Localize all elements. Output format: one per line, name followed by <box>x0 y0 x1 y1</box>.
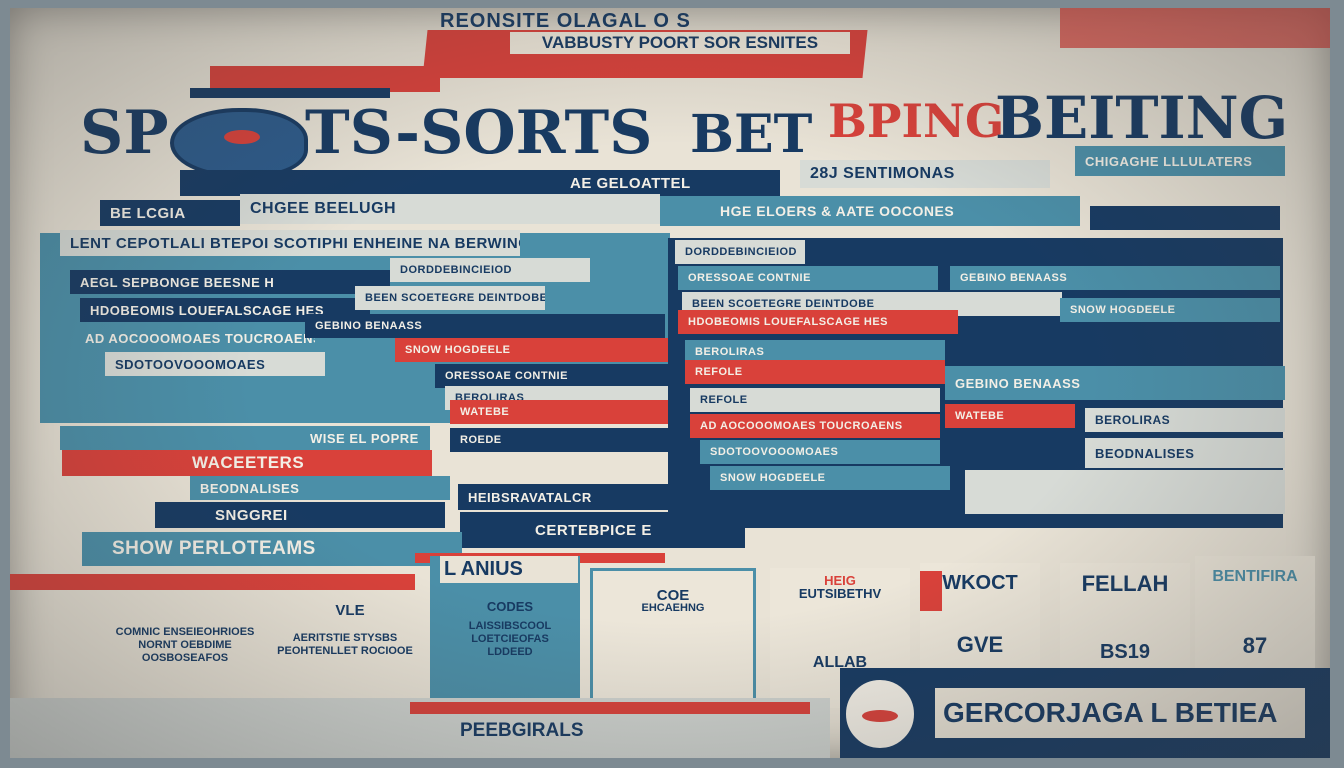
row-r1b: DORDDEBINCIEIOD <box>390 258 590 282</box>
poster: REONSITE OLAGAL O S VABBUSTY POORT SOR E… <box>10 8 1330 758</box>
card-1-title: L ANIUS <box>440 556 578 583</box>
rrow-16 <box>965 470 1285 514</box>
row-r8: BEODNALISES <box>190 476 450 500</box>
section-f: HGE ELOERS & AATE OOCONES <box>660 196 1080 226</box>
top-label: REONSITE OLAGAL O S <box>440 10 691 32</box>
rrow-15: SDOTOOVOOOMOAES <box>700 440 940 464</box>
footer-right-label: GERCORJAGA L BETIEA <box>935 688 1305 738</box>
card-6-sub: 87 <box>1242 633 1268 658</box>
row-cert: CERTEBPICE E <box>460 512 745 548</box>
card-2: COE EHCAEHNG <box>590 568 756 714</box>
section-g: LENT CEPOTLALI BTEPOI SCOTIPHI ENHEINE N… <box>60 230 520 256</box>
card-4-sub: GVE <box>956 632 1004 657</box>
card-4-flag <box>920 571 942 611</box>
row-r5: ORESSOAE CONTNIE <box>435 364 670 388</box>
title-sorts: TS-SORTS <box>305 98 653 168</box>
footer-red-bar <box>410 702 810 714</box>
subtitle: VABBUSTY POORT SOR ESNITES <box>510 32 850 54</box>
rrow-11: AD AOCOOOMOAES TOUCROAENS <box>690 414 940 438</box>
row-r2: HDOBEOMIS LOUEFALSCAGE HES <box>80 298 370 322</box>
row-hebs: HEIBSRAVATALCR <box>458 484 683 510</box>
vle-body: AERITSTIE STYSBS PEOHTENLLET ROCIOOE <box>277 632 413 657</box>
section-d: BE LCGIA <box>100 200 240 226</box>
rrow-12: WATEBE <box>945 404 1075 428</box>
rrow-10: REFOLE <box>690 388 940 412</box>
footer-seal <box>842 676 918 752</box>
card-4-title: WKOCT <box>942 572 1018 594</box>
title-bping: BPING <box>828 94 1005 148</box>
title-sp: SP <box>80 98 169 168</box>
rrow-5: HDOBEOMIS LOUEFALSCAGE HES <box>678 310 958 334</box>
rrow-1: DORDDEBINCIEIOD <box>675 240 805 264</box>
title-bet: BET <box>690 104 813 165</box>
row-show: SHOW PERLOTEAMS <box>82 532 462 566</box>
row-wagers: WACEETERS <box>62 450 432 476</box>
card-3-title: HEIG <box>824 573 856 588</box>
card-1-body: LAISSIBSCOOL LOETCIEOFAS LDDEED <box>468 620 552 658</box>
card-6-title: BENTIFIRA <box>1212 568 1298 585</box>
row-r7c: WATEBE <box>450 400 670 424</box>
rrow-17: SNOW HOGDEELE <box>710 466 950 490</box>
rrow-13: BEROLIRAS <box>1085 408 1285 432</box>
section-c: CHIGAGHE LLLULATERS <box>1075 146 1285 176</box>
helmet-emblem <box>170 108 308 178</box>
rrow-6: SNOW HOGDEELE <box>1060 298 1280 322</box>
row-r2b: BEEN SCOETEGRE DEINTDOBE <box>355 286 545 310</box>
row-r4b: SNOW HOGDEELE <box>395 338 670 362</box>
section-e: CHGEE BEELUGH <box>240 194 660 224</box>
row-r1: AEGL SEPBONGE BEESNE H <box>70 270 390 294</box>
rrow-14: BEODNALISES <box>1085 438 1285 468</box>
right-header-row <box>1090 206 1280 230</box>
row-r7d: ROEDE <box>450 428 685 452</box>
card-1-sub: CODES <box>486 599 534 614</box>
left-block-text: COMNIC ENSEIEOHRIOES NORNT OEBDIME OOSBO… <box>115 626 255 664</box>
card-3-alle: ALLAB <box>812 654 868 671</box>
card-2-sub: EHCAEHNG <box>641 602 705 614</box>
row-r4: SDOTOOVOOOMOAES <box>105 352 325 376</box>
card-3-sub: EUTSIBETHV <box>798 586 882 601</box>
left-navy-strip <box>190 88 390 98</box>
rrow-3: GEBINO BENAASS <box>950 266 1280 290</box>
row-r7a: WISE EL POPRE <box>60 426 430 450</box>
rrow-9: GEBINO BENAASS <box>945 366 1285 400</box>
section-a: AE GELOATTEL <box>180 170 780 196</box>
card-5-title: FELLAH <box>1081 571 1169 596</box>
left-red-stripe <box>10 574 415 590</box>
rrow-2: ORESSOAE CONTNIE <box>678 266 938 290</box>
card-2-title: COE <box>656 587 690 604</box>
row-r3b: GEBINO BENAASS <box>305 314 665 338</box>
left-red-strip <box>210 66 440 92</box>
seal-mark <box>862 710 898 722</box>
rrow-8: REFOLE <box>685 360 945 384</box>
title-beiting: BEITING <box>995 84 1289 152</box>
row-sngg: SNGGREI <box>155 502 445 528</box>
row-r3: AD AOCOOOMOAES TOUCROAENS <box>75 326 315 350</box>
right-red-smear <box>1060 8 1330 48</box>
emblem-mark <box>224 130 260 144</box>
vle-title: VLE <box>335 602 365 619</box>
card-5-sub: BS19 <box>1099 641 1151 663</box>
footer-left-label: PEEBGIRALS <box>460 720 584 741</box>
section-b: 28J SENTIMONAS <box>800 160 1050 188</box>
